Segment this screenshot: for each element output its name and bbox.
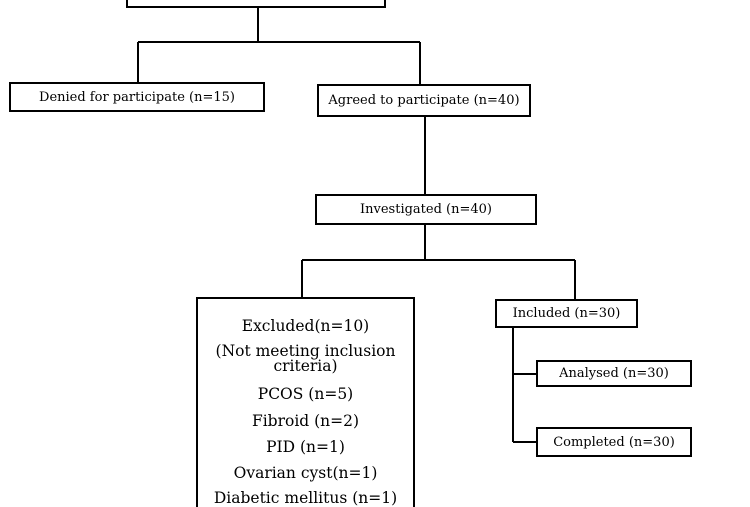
excluded-note-line-1: (Not meeting inclusion xyxy=(215,342,396,360)
excluded-item-pcos: PCOS (n=5) xyxy=(257,385,354,403)
denied-box: Denied for participate (n=15) xyxy=(9,82,265,112)
included-box: Included (n=30) xyxy=(495,299,638,328)
excluded-item-fibroid: Fibroid (n=2) xyxy=(251,412,360,430)
analysed-box: Analysed (n=30) xyxy=(536,360,692,387)
completed-box: Completed (n=30) xyxy=(536,427,692,457)
excluded-item-pid: PID (n=1) xyxy=(266,438,345,456)
excluded-item-diabetic-mellitus: Diabetic mellitus (n=1) xyxy=(213,489,398,507)
top-box xyxy=(126,0,386,8)
excluded-box: Excluded(n=10) (Not meeting inclusion cr… xyxy=(196,297,415,507)
excluded-item-ovarian-cyst: Ovarian cyst(n=1) xyxy=(233,464,378,482)
agreed-box: Agreed to participate (n=40) xyxy=(317,84,531,117)
excluded-note-line-2: criteria) xyxy=(273,357,338,375)
excluded-title: Excluded(n=10) xyxy=(241,317,370,335)
investigated-box: Investigated (n=40) xyxy=(315,194,537,225)
